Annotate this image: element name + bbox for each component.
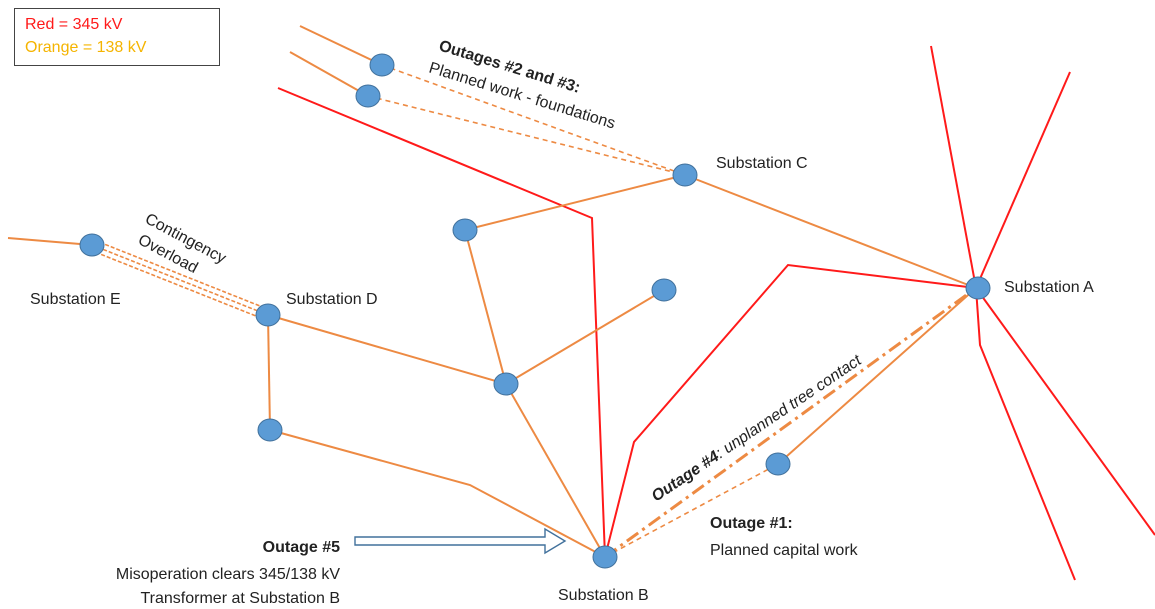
outage-5-line-1: Misoperation clears 345/138 kV: [116, 566, 340, 583]
node-substation-c: [672, 163, 698, 187]
node-substation-a: [965, 276, 991, 300]
line-138-hub-to-b: [505, 383, 606, 558]
line-138-a-to-outage1-node: [777, 287, 977, 465]
nodes: [79, 53, 991, 569]
node-hub: [493, 372, 519, 396]
substation-d-label: Substation D: [286, 291, 378, 308]
line-345-a-north: [930, 45, 977, 289]
outage-5-title: Outage #5: [263, 539, 340, 556]
line-345-a-southeast: [975, 287, 1155, 536]
outage-5-line-2: Transformer at Substation B: [141, 590, 341, 607]
outage-1-line: [604, 463, 779, 558]
line-138-node-to-hub: [464, 229, 507, 385]
voltage-legend: Red = 345 kV Orange = 138 kV: [14, 8, 220, 66]
substation-c-label: Substation C: [716, 155, 808, 172]
outage-lines: [89, 64, 977, 559]
line-138-d-to-south: [267, 314, 271, 431]
node-outage-1: [765, 452, 791, 476]
lines-345kv: [277, 45, 1155, 581]
node-middle-upper: [452, 218, 478, 242]
node-d-south: [257, 418, 283, 442]
line-138-c-to-node: [464, 174, 686, 231]
node-feeder-top: [369, 53, 395, 77]
line-138-e-west: [7, 237, 93, 246]
outage-1-description: Planned capital work: [710, 542, 859, 559]
outage-4-label: Outage #4: unplanned tree contact: [649, 352, 865, 506]
node-substation-d: [255, 303, 281, 327]
line-138-feeder-second: [289, 51, 369, 97]
legend-orange-138kv: Orange = 138 kV: [25, 39, 147, 56]
line-345-a-northeast: [975, 71, 1071, 289]
substation-e-label: Substation E: [30, 291, 121, 308]
line-138-c-to-a: [684, 174, 977, 289]
line-345-nw-to-b: [277, 87, 606, 558]
node-substation-e: [79, 233, 105, 257]
node-east: [651, 278, 677, 302]
outage-4-title: Outage #4: [649, 448, 723, 505]
node-substation-b: [592, 545, 618, 569]
line-138-d-to-hub: [267, 314, 507, 385]
substation-a-label: Substation A: [1004, 279, 1094, 296]
line-138-feeder-top: [299, 25, 383, 66]
line-345-b-to-a: [604, 263, 977, 558]
lines-138kv: [7, 25, 977, 558]
substation-b-label: Substation B: [558, 587, 649, 604]
node-feeder-second: [355, 84, 381, 108]
legend-red-345kv: Red = 345 kV: [25, 16, 123, 33]
outage-1-title: Outage #1:: [710, 515, 793, 532]
contingency-line-3: [93, 239, 271, 311]
outage-5-arrow: [354, 527, 567, 555]
line-138-south-to-b: [269, 429, 606, 558]
line-345-a-south: [975, 287, 1076, 581]
line-138-hub-to-east: [505, 289, 665, 385]
outage-3-line: [367, 95, 686, 176]
contingency-line-2: [89, 249, 267, 321]
outage-4-line: [604, 286, 977, 559]
contingency-line-1: [91, 244, 269, 316]
